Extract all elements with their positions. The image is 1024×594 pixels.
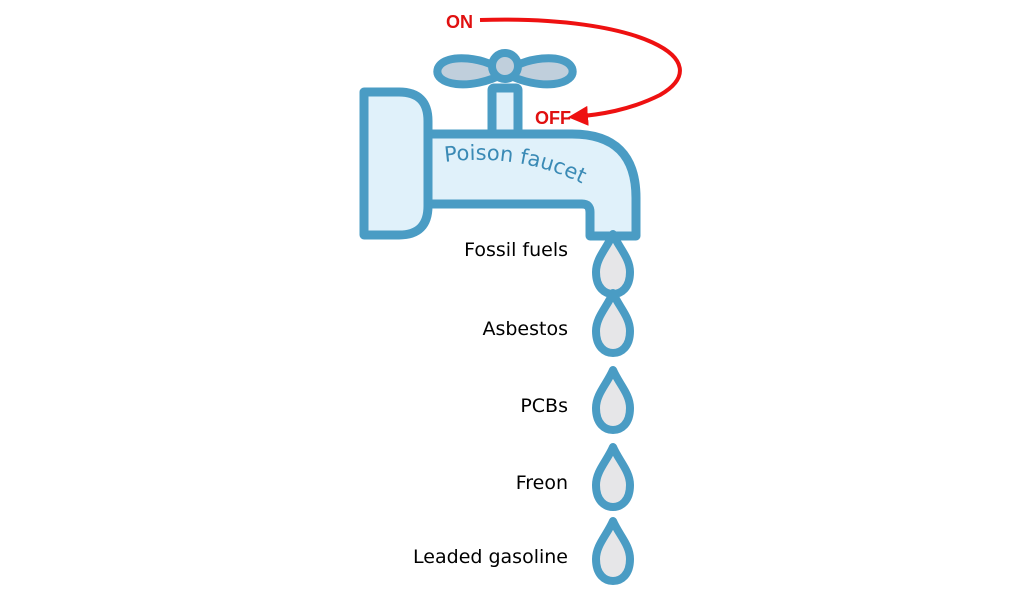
drop-item: Freon	[516, 443, 634, 511]
drop-icon	[592, 366, 634, 434]
drop-label: Fossil fuels	[464, 239, 568, 261]
valve-stem	[487, 83, 523, 139]
drop-item: Asbestos	[482, 289, 634, 357]
drop-item: Leaded gasoline	[413, 517, 634, 585]
drop-icon	[592, 289, 634, 357]
drop-icon	[592, 230, 634, 298]
drop-item: PCBs	[520, 366, 634, 434]
drop-icon	[592, 517, 634, 585]
off-label: OFF	[535, 108, 571, 128]
drop-label: Freon	[516, 472, 568, 494]
drop-icon	[592, 443, 634, 511]
drop-item: Fossil fuels	[464, 230, 634, 298]
faucet-handle-icon	[433, 49, 577, 89]
wall-mount	[359, 87, 433, 240]
faucet-spout	[423, 129, 641, 241]
on-label: ON	[446, 12, 473, 32]
drop-label: Asbestos	[482, 318, 568, 340]
drop-label: PCBs	[520, 395, 568, 417]
drop-label: Leaded gasoline	[413, 546, 568, 568]
on-off-arrow	[479, 17, 682, 126]
faucet-icon: Poison faucet	[359, 49, 641, 241]
